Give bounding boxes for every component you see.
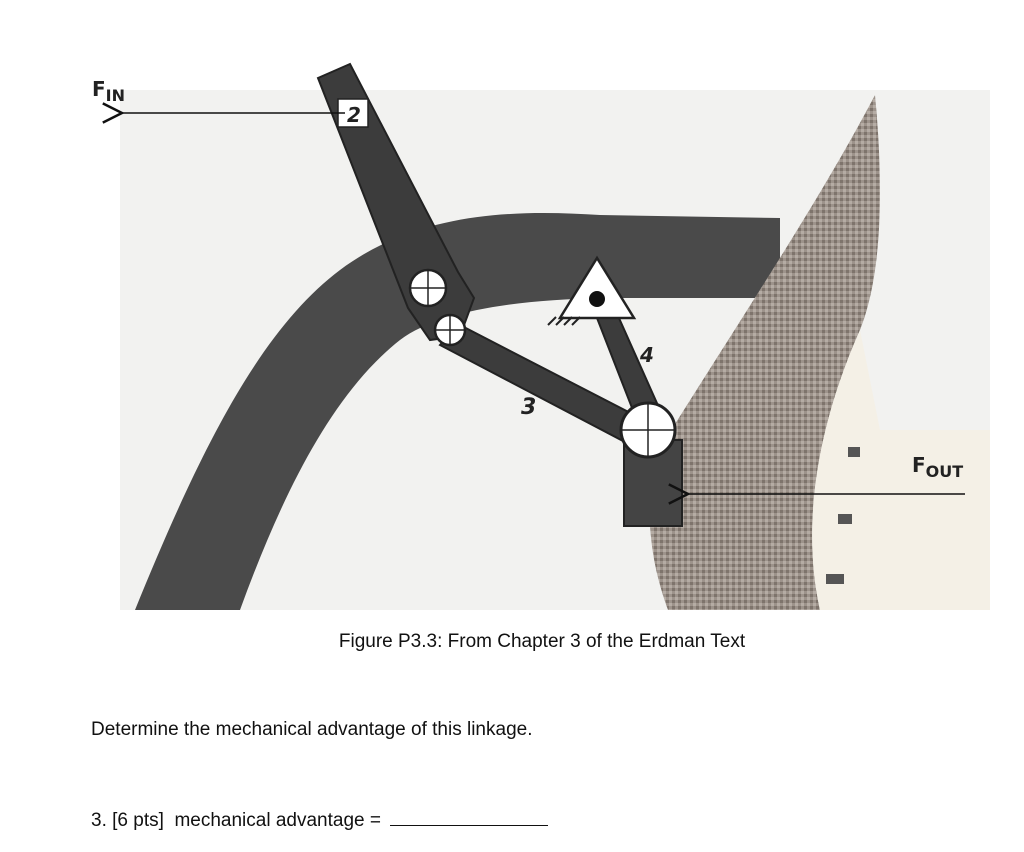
link-4-label: 4 bbox=[639, 343, 654, 367]
drum-teeth bbox=[826, 447, 860, 584]
answer-blank bbox=[390, 808, 549, 826]
link-2-label: 2 bbox=[347, 103, 361, 127]
drum-rim bbox=[812, 330, 990, 610]
question-number: 3. bbox=[91, 810, 107, 831]
question-text: mechanical advantage = bbox=[174, 810, 381, 831]
force-out-label: FOUT bbox=[912, 453, 963, 481]
joint-c bbox=[619, 401, 677, 459]
question-points: [6 pts] bbox=[112, 810, 164, 831]
joint-a bbox=[408, 268, 448, 308]
figure-caption: Figure P3.3: From Chapter 3 of the Erdma… bbox=[338, 631, 746, 652]
linkage-figure: 2 3 4 FIN FOUT bbox=[92, 62, 990, 610]
ground-pivot bbox=[547, 255, 637, 326]
joint-b bbox=[433, 313, 467, 347]
drum bbox=[650, 95, 880, 610]
force-in-label: FIN bbox=[92, 77, 125, 105]
link-3-label: 3 bbox=[521, 395, 536, 420]
frame-arch bbox=[135, 213, 780, 610]
problem-prompt: Determine the mechanical advantage of th… bbox=[91, 719, 533, 740]
question-line: 3. [6 pts] mechanical advantage = bbox=[91, 808, 549, 832]
